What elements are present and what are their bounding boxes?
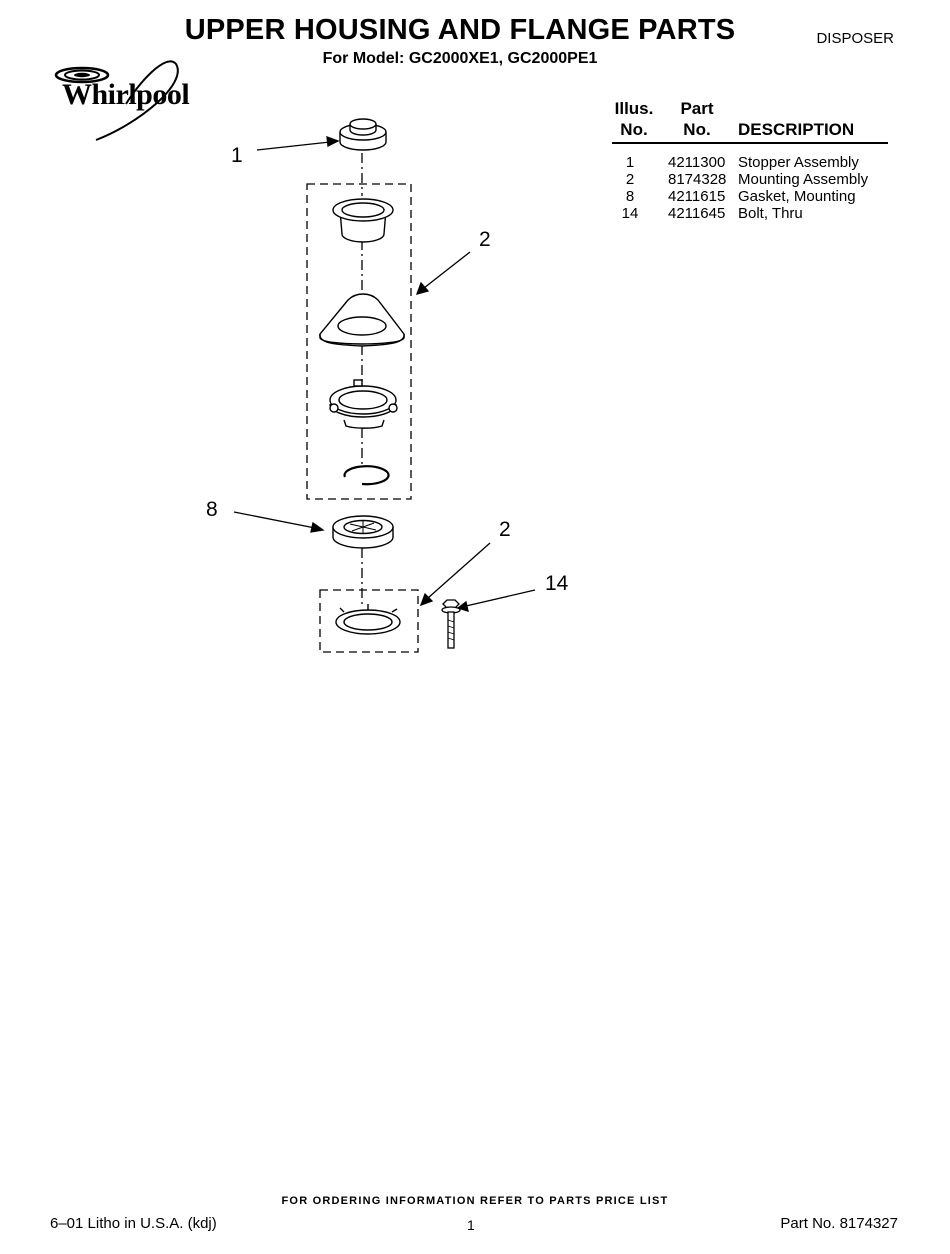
exploded-parts-diagram: 1 2 8 2 14: [206, 118, 569, 653]
mounting-plate-part: [319, 293, 405, 347]
document-part-number: Part No. 8174327: [780, 1215, 898, 1232]
page-number: 1: [467, 1217, 475, 1233]
category-label: DISPOSER: [816, 30, 894, 47]
logo-swirl-icon: [54, 60, 179, 141]
table-row: 8 4211615 Gasket, Mounting: [625, 188, 856, 205]
whirlpool-logo: Whirlpool: [48, 54, 208, 142]
callout-14: 14: [545, 572, 569, 595]
mounting-ring-group-box: [319, 589, 419, 653]
gasket-part: [332, 515, 394, 549]
sink-flange-part: [332, 198, 394, 243]
snap-ring-part: [343, 465, 390, 486]
page-title: UPPER HOUSING AND FLANGE PARTS: [184, 14, 736, 46]
parts-rows: 1 4211300 Stopper Assembly 2 8174328 Mou…: [610, 154, 890, 222]
brand-name: Whirlpool: [62, 78, 190, 111]
mounting-ring-part: [329, 379, 398, 429]
col-header-illus: Illus.No.: [614, 99, 654, 139]
callout-1: 1: [231, 144, 243, 167]
callout-2-lower: 2: [499, 518, 511, 541]
ordering-info: FOR ORDERING INFORMATION REFER TO PARTS …: [281, 1195, 669, 1207]
callout-2-upper: 2: [479, 228, 491, 251]
table-row: 14 4211645 Bolt, Thru: [621, 205, 803, 222]
model-subtitle: For Model: GC2000XE1, GC2000PE1: [322, 50, 598, 67]
stopper-assembly-part: [339, 118, 387, 151]
table-row: 1 4211300 Stopper Assembly: [625, 154, 859, 171]
callout-8: 8: [206, 498, 218, 521]
table-row: 2 8174328 Mounting Assembly: [625, 171, 869, 188]
header-rule: [612, 142, 888, 144]
litho-info: 6–01 Litho in U.S.A. (kdj): [50, 1215, 217, 1232]
mounting-assembly-group-box: [306, 183, 412, 500]
thru-bolt-part: [441, 599, 461, 649]
col-header-description: DESCRIPTION: [738, 120, 855, 139]
lower-ring-part: [335, 604, 401, 635]
